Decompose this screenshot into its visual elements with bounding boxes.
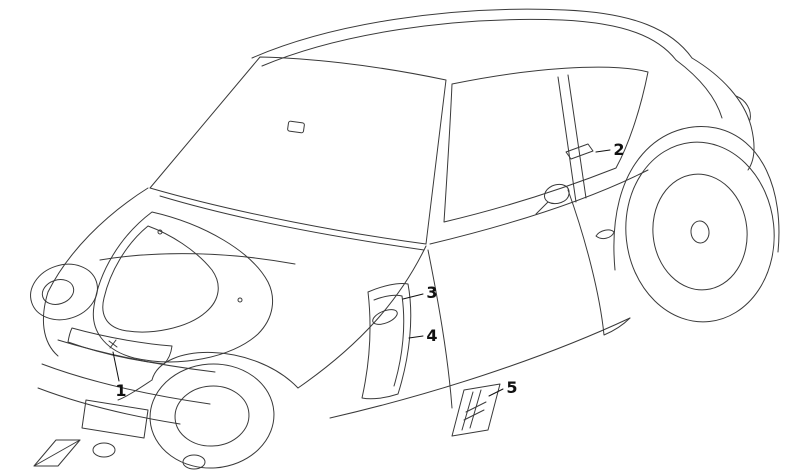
bumper-line-mid	[41, 363, 211, 405]
leader-1	[112, 351, 120, 382]
callout-2-label: 2	[613, 140, 625, 159]
door-trim-part	[565, 143, 594, 160]
front-wheel-outer	[149, 363, 275, 469]
side-mirror-stalk	[535, 201, 549, 215]
side-decal-part	[451, 383, 501, 437]
drawing-root	[30, 8, 780, 470]
roofline-inner	[261, 18, 677, 67]
side-glass	[443, 66, 649, 223]
sill-line	[329, 317, 631, 419]
front-arch-skirt	[117, 379, 153, 401]
bumper-line-lower	[37, 387, 181, 425]
side-scuttle-part	[361, 283, 412, 400]
hood-stripe-inner	[102, 225, 219, 333]
windshield	[149, 56, 447, 245]
rear-wheel-inner	[652, 173, 748, 291]
headlight-inner	[41, 279, 75, 305]
rearview-mirror	[287, 120, 305, 134]
hood-right-edge	[297, 245, 427, 389]
b-pillar-front	[557, 76, 577, 203]
tail-lamp	[735, 95, 751, 121]
side-decal-hatch-2	[463, 409, 485, 421]
fog-lamp-left	[92, 442, 116, 458]
cowl-line	[159, 195, 425, 251]
hood-stripe-mark	[108, 339, 118, 349]
callout-1-label: 1	[115, 381, 127, 400]
rear-pillar	[691, 57, 755, 171]
b-pillar-rear	[567, 74, 587, 199]
leader-3	[402, 293, 424, 300]
rear-wheel-arch	[613, 126, 780, 271]
callout-leader-lines	[112, 149, 611, 397]
side-mirror	[544, 183, 570, 205]
side-decal-outline	[451, 383, 501, 437]
callout-5-label: 5	[506, 378, 518, 397]
side-scuttle-outer	[361, 283, 412, 400]
roofline	[251, 8, 693, 59]
page-marker-icon	[33, 439, 81, 467]
fog-lamp-right	[182, 454, 206, 470]
beltline	[429, 169, 649, 245]
side-decal-stripe-2	[469, 389, 482, 429]
rear-roof-crease	[675, 59, 723, 119]
grille	[67, 327, 173, 365]
headlight-outer	[30, 263, 98, 321]
door-front-edge	[427, 249, 453, 409]
leader-4	[408, 335, 424, 339]
callout-3-label: 3	[426, 283, 438, 302]
front-wheel-arch	[151, 352, 299, 389]
car-body	[30, 8, 780, 470]
door-handle	[595, 229, 615, 240]
front-corner	[42, 291, 59, 357]
leader-2	[595, 149, 611, 153]
side-scuttle-inner	[373, 294, 405, 387]
hood-left-edge	[47, 187, 149, 293]
side-scuttle-vent	[372, 309, 398, 325]
rear-wheel-hub	[690, 220, 710, 244]
page-marker-diagonal	[33, 439, 81, 467]
hood-stripe-outer	[92, 211, 274, 363]
rear-wheel-outer	[625, 141, 775, 323]
door-rear-edge	[567, 189, 631, 336]
hood-stripe-dot-2	[237, 297, 243, 303]
hood-stripe-part	[92, 211, 274, 363]
side-decal-hatch-1	[465, 401, 487, 413]
callout-4-label: 4	[426, 326, 438, 345]
leader-5	[488, 388, 504, 397]
hood-stripe-dot-1	[157, 229, 163, 235]
license-plate	[81, 399, 149, 439]
door-trim-outline	[565, 143, 594, 160]
front-wheel-inner	[174, 385, 250, 447]
